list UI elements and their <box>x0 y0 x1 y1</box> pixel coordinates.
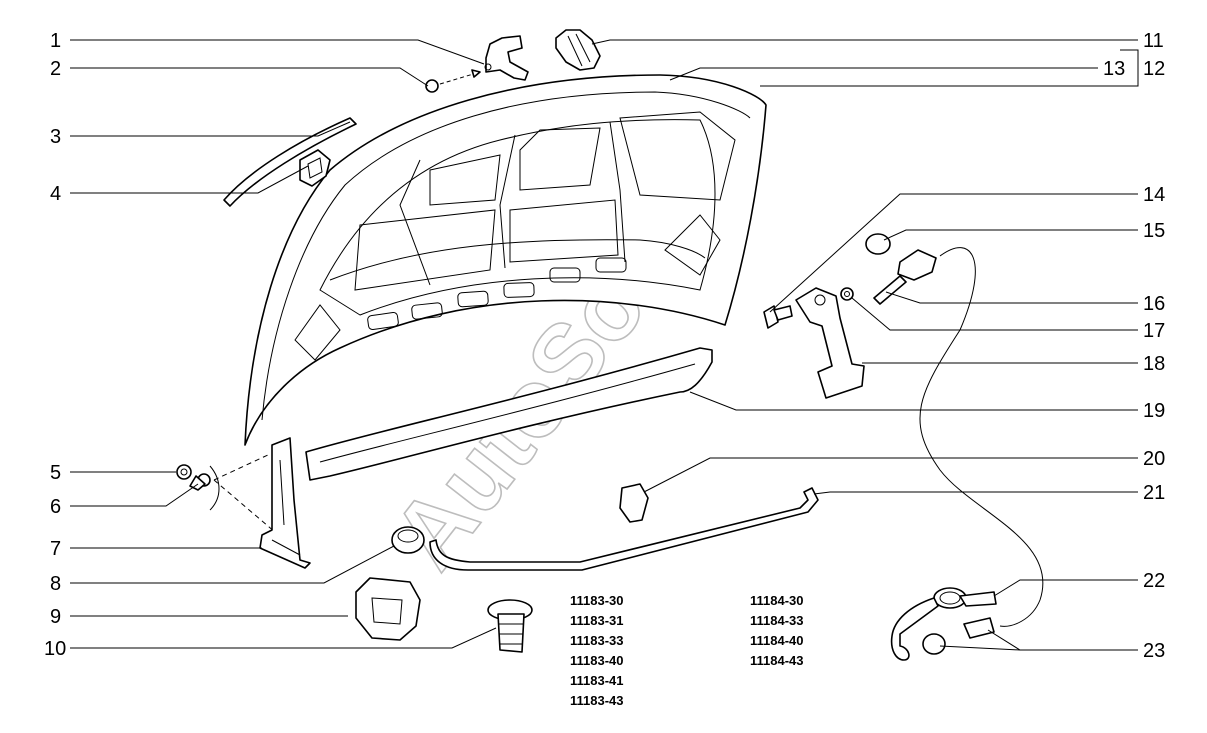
callout-8: 8 <box>50 573 61 595</box>
callout-6: 6 <box>50 496 61 518</box>
callouts-left: 1 2 3 4 5 6 7 8 9 10 <box>44 30 66 660</box>
model-code: 11184-30 <box>750 593 804 608</box>
lock-hook <box>484 35 529 81</box>
model-code: 11183-40 <box>570 653 624 668</box>
cable-connector <box>922 617 995 655</box>
seal-clip <box>299 149 331 187</box>
release-lever <box>795 287 865 399</box>
callout-22: 22 <box>1143 570 1165 592</box>
front-crossmember <box>305 347 713 481</box>
hinge-nut <box>176 464 192 480</box>
leader-lines <box>70 39 1139 651</box>
callouts-right: 11 13 12 14 15 16 17 18 19 20 21 22 23 <box>1103 30 1165 662</box>
seal-strip <box>223 117 357 207</box>
callout-7: 7 <box>50 538 61 560</box>
model-code: 11183-43 <box>570 693 624 708</box>
release-cable <box>919 247 1044 627</box>
callout-18: 18 <box>1143 353 1165 375</box>
model-code: 11183-33 <box>570 633 624 648</box>
model-code: 11183-30 <box>570 593 624 608</box>
spring-bracket <box>890 587 997 661</box>
callout-14: 14 <box>1143 184 1165 206</box>
nut <box>425 69 481 93</box>
washer <box>840 287 854 301</box>
callout-2: 2 <box>50 58 61 80</box>
callout-17: 17 <box>1143 320 1165 342</box>
callout-11: 11 <box>1143 30 1164 52</box>
rubber-buffer <box>555 29 601 71</box>
callout-3: 3 <box>50 126 61 148</box>
grommet <box>865 233 891 255</box>
callout-19: 19 <box>1143 400 1165 422</box>
callout-12: 12 <box>1143 58 1165 80</box>
model-code: 11184-43 <box>750 653 804 668</box>
callout-1: 1 <box>50 30 61 52</box>
callout-9: 9 <box>50 606 61 628</box>
callout-21: 21 <box>1143 482 1165 504</box>
prop-rod <box>429 487 819 571</box>
callout-23: 23 <box>1143 640 1165 662</box>
callout-4: 4 <box>50 183 61 205</box>
model-code: 11184-33 <box>750 613 804 628</box>
model-code: 11183-31 <box>570 613 624 628</box>
callout-20: 20 <box>1143 448 1165 470</box>
callout-16: 16 <box>1143 293 1165 315</box>
latch-bolt <box>763 305 793 329</box>
cable-end <box>873 249 937 305</box>
rubber-plug <box>391 526 425 554</box>
callout-10: 10 <box>44 638 66 660</box>
callout-13: 13 <box>1103 58 1125 80</box>
rod-holder <box>355 577 421 641</box>
rod-clip <box>619 483 649 523</box>
model-code: 11184-40 <box>750 633 804 648</box>
model-code: 11183-41 <box>570 673 624 688</box>
hood-panel <box>244 74 767 446</box>
hinge <box>259 437 311 569</box>
model-codes-col1: 11183-30 11183-31 11183-33 11183-40 1118… <box>570 593 624 708</box>
callout-5: 5 <box>50 462 61 484</box>
model-codes-col2: 11184-30 11184-33 11184-40 11184-43 <box>750 593 804 668</box>
bumper-stop <box>487 599 533 653</box>
callout-15: 15 <box>1143 220 1165 242</box>
